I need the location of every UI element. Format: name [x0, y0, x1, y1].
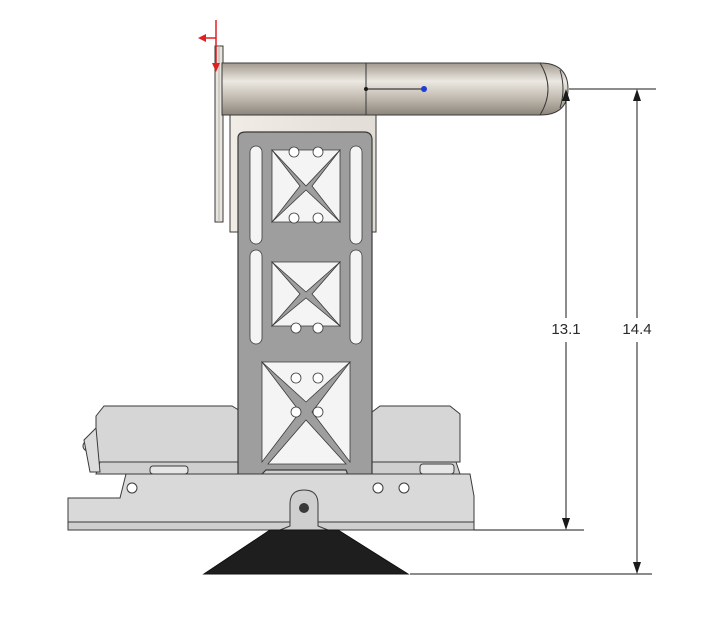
dimension-inner[interactable]: 13.1: [474, 88, 656, 531]
dimension-inner-value: 13.1: [551, 321, 580, 338]
coordinate-triad-icon[interactable]: [198, 20, 220, 72]
truss-openings: [260, 148, 352, 465]
bolt-holes: [288, 146, 324, 418]
dimension-outer[interactable]: 14.4: [410, 89, 652, 575]
slot-holes: [249, 145, 363, 345]
center-point-marker[interactable]: [421, 86, 427, 92]
dimension-outer-value: 14.4: [622, 321, 651, 338]
flange-plate: [214, 45, 224, 223]
rail-holes: [126, 482, 410, 494]
vertical-column: [237, 131, 373, 497]
horizontal-tube: [221, 62, 569, 116]
base-rail: [67, 473, 475, 531]
base-foot: [202, 529, 410, 575]
pivot-foot: [202, 489, 410, 575]
